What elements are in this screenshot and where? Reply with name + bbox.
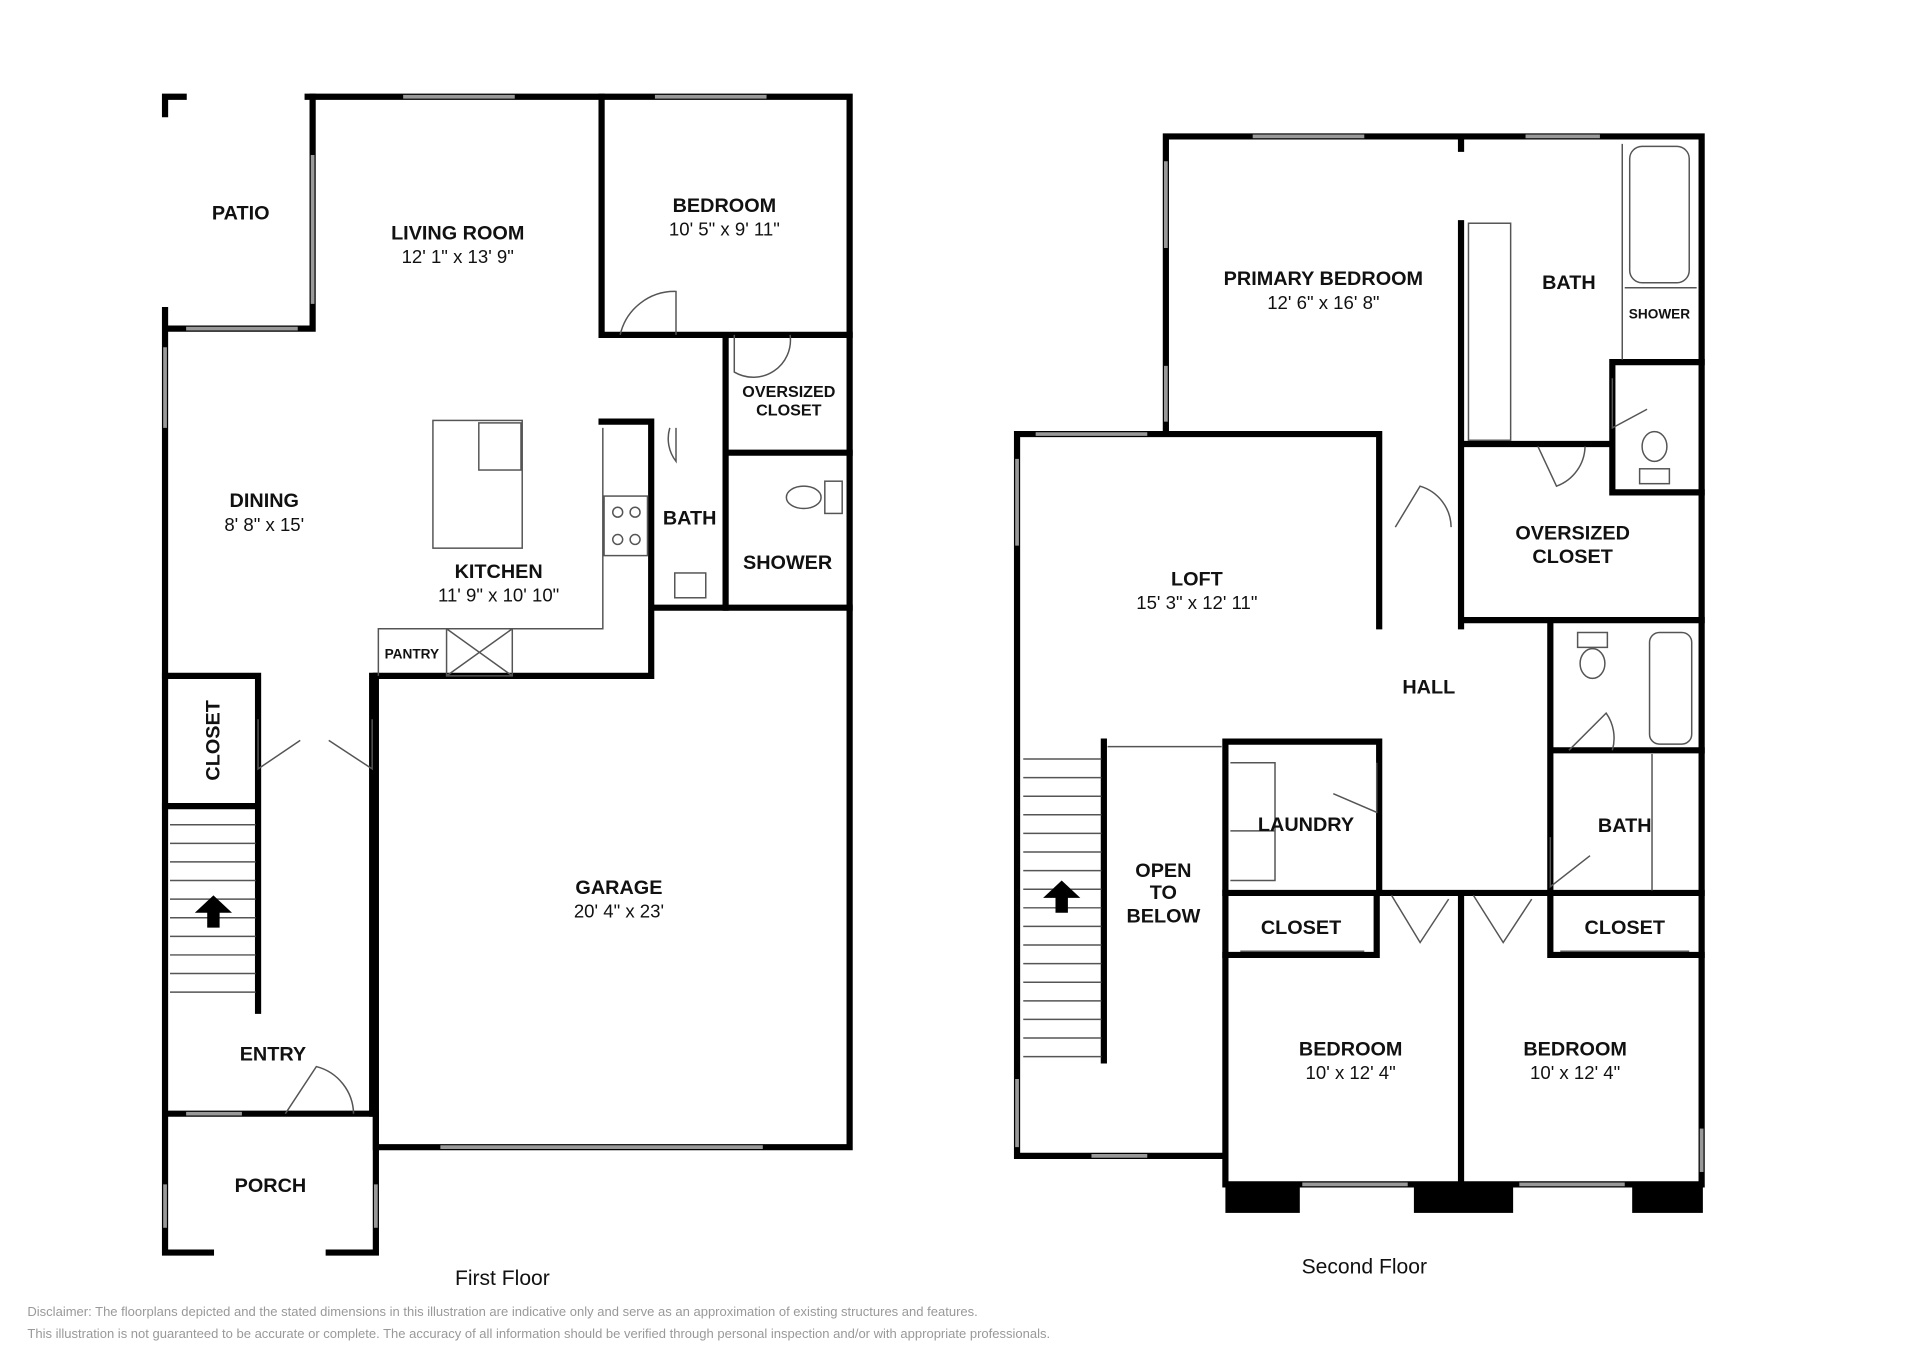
- room-living-room: LIVING ROOM: [391, 222, 524, 244]
- first-floor-labels: PATIO LIVING ROOM 12' 1" x 13' 9" BEDROO…: [203, 195, 836, 1197]
- room-dining-dims: 8' 8" x 15': [224, 514, 304, 535]
- room-loft: LOFT: [1171, 568, 1223, 590]
- room-garage: GARAGE: [575, 877, 662, 899]
- room-primary-bath: BATH: [1542, 272, 1596, 294]
- room-bath: BATH: [663, 508, 717, 530]
- room-patio: PATIO: [212, 203, 270, 225]
- room-bedroom-right-dims: 10' x 12' 4": [1530, 1062, 1620, 1083]
- second-floor-caption: Second Floor: [1302, 1256, 1427, 1279]
- room-loft-dims: 15' 3" x 12' 11": [1136, 592, 1257, 613]
- room-living-room-dims: 12' 1" x 13' 9": [402, 246, 514, 267]
- room-porch: PORCH: [235, 1175, 307, 1197]
- second-floor-walls: [1013, 133, 1705, 1213]
- room-open-to-below: OPEN: [1135, 860, 1191, 882]
- room-hall-bath: BATH: [1598, 815, 1652, 837]
- room-closet-right: CLOSET: [1585, 917, 1665, 939]
- room-primary-bedroom-dims: 12' 6" x 16' 8": [1267, 292, 1379, 313]
- room-open-to-below-2: TO: [1150, 882, 1177, 904]
- room-bedroom-left-dims: 10' x 12' 4": [1306, 1062, 1396, 1083]
- disclaimer-line-1: Disclaimer: The floorplans depicted and …: [27, 1304, 977, 1319]
- first-floor-stairs: [170, 823, 256, 993]
- room-kitchen: KITCHEN: [455, 561, 543, 583]
- room-oversized-closet-2f: OVERSIZED: [1515, 522, 1630, 544]
- room-bedroom-dims: 10' 5" x 9' 11": [669, 219, 780, 240]
- room-primary-bedroom: PRIMARY BEDROOM: [1224, 268, 1423, 290]
- room-pantry: PANTRY: [385, 647, 440, 662]
- room-garage-dims: 20' 4" x 23': [574, 901, 664, 922]
- room-hall: HALL: [1402, 676, 1455, 698]
- room-shower: SHOWER: [743, 552, 832, 574]
- room-kitchen-dims: 11' 9" x 10' 10": [438, 584, 559, 605]
- room-entry: ENTRY: [240, 1043, 306, 1065]
- first-floor-caption: First Floor: [455, 1267, 550, 1290]
- first-floor-walls: [161, 93, 853, 1256]
- room-open-to-below-3: BELOW: [1126, 906, 1200, 928]
- room-oversized-closet: OVERSIZED: [742, 383, 835, 401]
- room-oversized-closet-2f-2: CLOSET: [1532, 546, 1612, 568]
- room-dining: DINING: [230, 490, 299, 512]
- second-floor-labels: PRIMARY BEDROOM 12' 6" x 16' 8" BATH SHO…: [1126, 268, 1690, 1083]
- room-primary-shower: SHOWER: [1629, 307, 1690, 322]
- stairs-up-arrow-icon: [1043, 880, 1081, 913]
- room-oversized-closet-2: CLOSET: [756, 401, 821, 419]
- room-closet: CLOSET: [203, 700, 225, 780]
- stairs-up-arrow-icon: [194, 895, 233, 928]
- disclaimer-line-2: This illustration is not guaranteed to b…: [27, 1326, 1050, 1341]
- room-closet-left: CLOSET: [1261, 917, 1341, 939]
- second-floor-stairs: [1023, 758, 1102, 1058]
- room-bedroom: BEDROOM: [673, 195, 777, 217]
- room-bedroom-left: BEDROOM: [1299, 1038, 1403, 1060]
- room-laundry: LAUNDRY: [1258, 814, 1354, 836]
- room-bedroom-right: BEDROOM: [1523, 1038, 1627, 1060]
